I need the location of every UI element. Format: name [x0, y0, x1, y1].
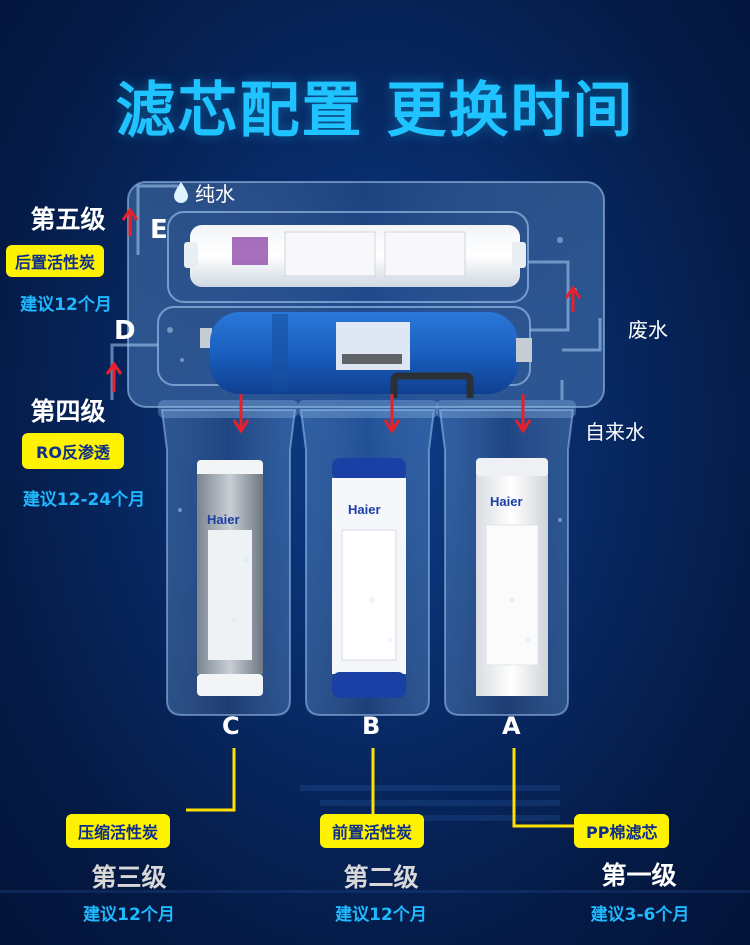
- stage-fourth-title: 第四级: [30, 397, 106, 426]
- background-stripes: [0, 785, 750, 893]
- letter-d: D: [114, 316, 136, 346]
- letter-a: A: [502, 712, 521, 740]
- stage-second-filter-pill: 前置活性炭: [320, 814, 425, 848]
- flow-arrows: [105, 207, 582, 434]
- stage-fourth-filter-pill: RO反渗透: [22, 433, 124, 469]
- brand-logo-b: Haier: [348, 502, 381, 517]
- brand-logo-c: Haier: [207, 512, 240, 527]
- ro-membrane: [200, 312, 532, 394]
- letter-e: E: [150, 215, 168, 245]
- stage-first-title: 第一级: [601, 861, 677, 890]
- pure-water-label: 纯水: [195, 182, 235, 206]
- letter-c: C: [222, 712, 240, 740]
- letter-b: B: [362, 712, 381, 740]
- stage-fifth-filter-pill: 后置活性炭: [6, 245, 105, 277]
- e-filter-frame: [167, 211, 529, 303]
- waste-water-label: 废水: [628, 318, 668, 342]
- stage-second-suggest: 建议12个月: [335, 905, 427, 925]
- tap-water-label: 自来水: [585, 420, 645, 444]
- bowl-handle: [390, 372, 474, 398]
- stage-third-filter-pill: 压缩活性炭: [66, 814, 171, 848]
- stage-first-suggest: 建议3-6个月: [590, 905, 690, 925]
- stage-fourth-suggest: 建议12-24个月: [22, 490, 146, 510]
- stage-third-title: 第三级: [91, 863, 167, 892]
- stage-fifth-suggest: 建议12个月: [20, 295, 112, 315]
- b-cartridge: [332, 458, 406, 698]
- stage-third-suggest: 建议12个月: [83, 905, 175, 925]
- brand-logo-a: Haier: [490, 494, 523, 509]
- water-drop-icon: [174, 182, 188, 203]
- page-title: 滤芯配置 更换时间: [115, 76, 635, 146]
- c-cartridge: [197, 460, 263, 696]
- stage-first-filter-pill: PP棉滤芯: [574, 814, 670, 848]
- connector-lines: [186, 748, 575, 828]
- e-cartridge: [184, 225, 526, 287]
- stage-fifth-title: 第五级: [30, 205, 106, 234]
- bubbles: [167, 237, 577, 642]
- a-cartridge: [476, 458, 548, 696]
- stage-second-title: 第二级: [343, 863, 419, 892]
